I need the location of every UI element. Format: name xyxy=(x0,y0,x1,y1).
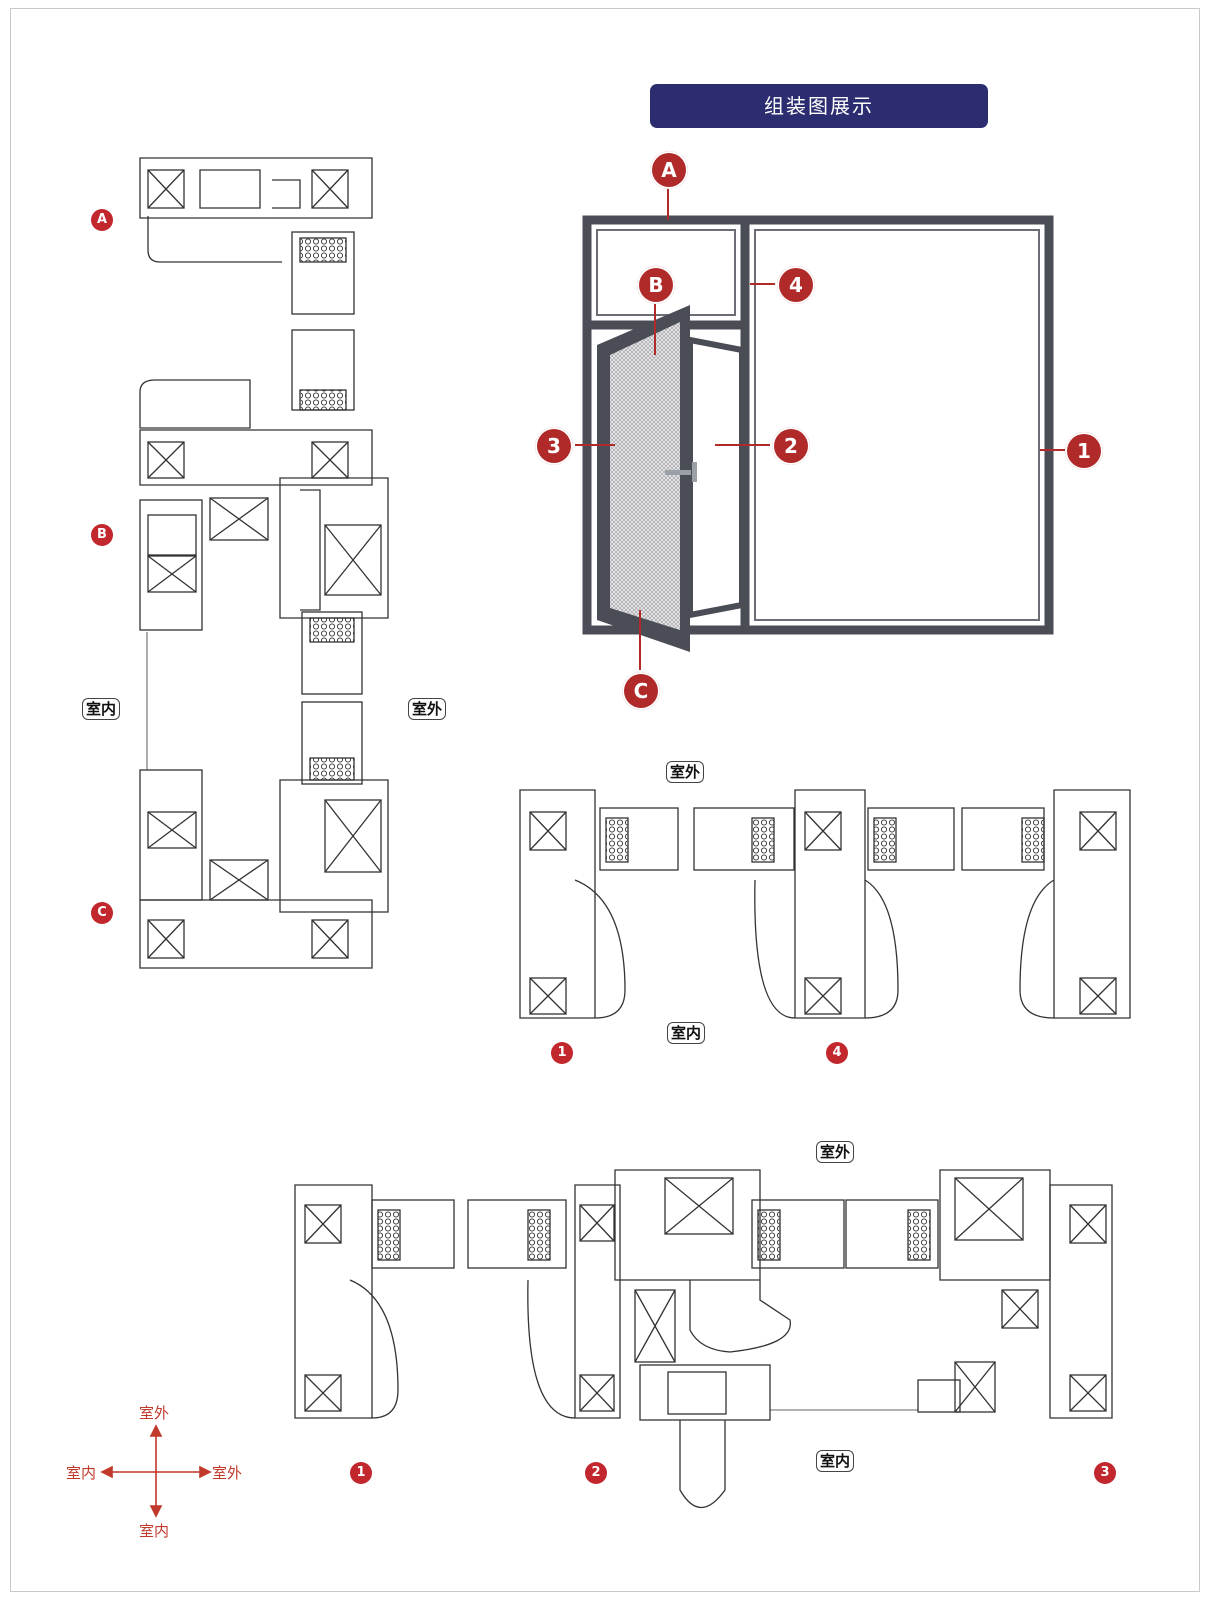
horizontal-section-mid xyxy=(519,789,1131,1019)
indoor-label-mid: 室内 xyxy=(667,1022,706,1044)
callout-3: 3 xyxy=(535,427,573,465)
section-marker-bottom-3: 3 xyxy=(1094,1462,1116,1484)
section-marker-bottom-2: 2 xyxy=(585,1462,607,1484)
callout-4: 4 xyxy=(777,266,815,304)
horizontal-section-bottom xyxy=(294,1169,1113,1508)
callout-b: B xyxy=(637,266,675,304)
page-title: 组装图展示 xyxy=(650,84,988,128)
section-marker-c: C xyxy=(91,902,113,924)
callout-c: C xyxy=(622,672,660,710)
compass-down-label: 室内 xyxy=(139,1522,170,1540)
callout-2: 2 xyxy=(772,427,810,465)
section-marker-a: A xyxy=(91,209,113,231)
outdoor-label-bottom: 室外 xyxy=(816,1141,855,1163)
section-marker-bottom-1: 1 xyxy=(350,1462,372,1484)
compass-left-label: 室内 xyxy=(66,1464,97,1482)
compass-up-label: 室外 xyxy=(139,1404,170,1422)
outdoor-label-mid: 室外 xyxy=(666,761,705,783)
compass-right-label: 室外 xyxy=(212,1464,243,1482)
indoor-label-left: 室内 xyxy=(82,698,121,720)
callout-a: A xyxy=(650,151,688,189)
page-border xyxy=(10,8,1200,1592)
compass-arrows xyxy=(100,1424,212,1518)
callout-1: 1 xyxy=(1065,432,1103,470)
callout-lines xyxy=(575,186,1065,670)
outdoor-label-left: 室外 xyxy=(408,698,447,720)
vertical-section-drawing xyxy=(139,157,389,969)
section-marker-mid-4: 4 xyxy=(826,1042,848,1064)
indoor-label-bottom: 室内 xyxy=(816,1450,855,1472)
section-marker-mid-1: 1 xyxy=(551,1042,573,1064)
section-marker-b: B xyxy=(91,524,113,546)
